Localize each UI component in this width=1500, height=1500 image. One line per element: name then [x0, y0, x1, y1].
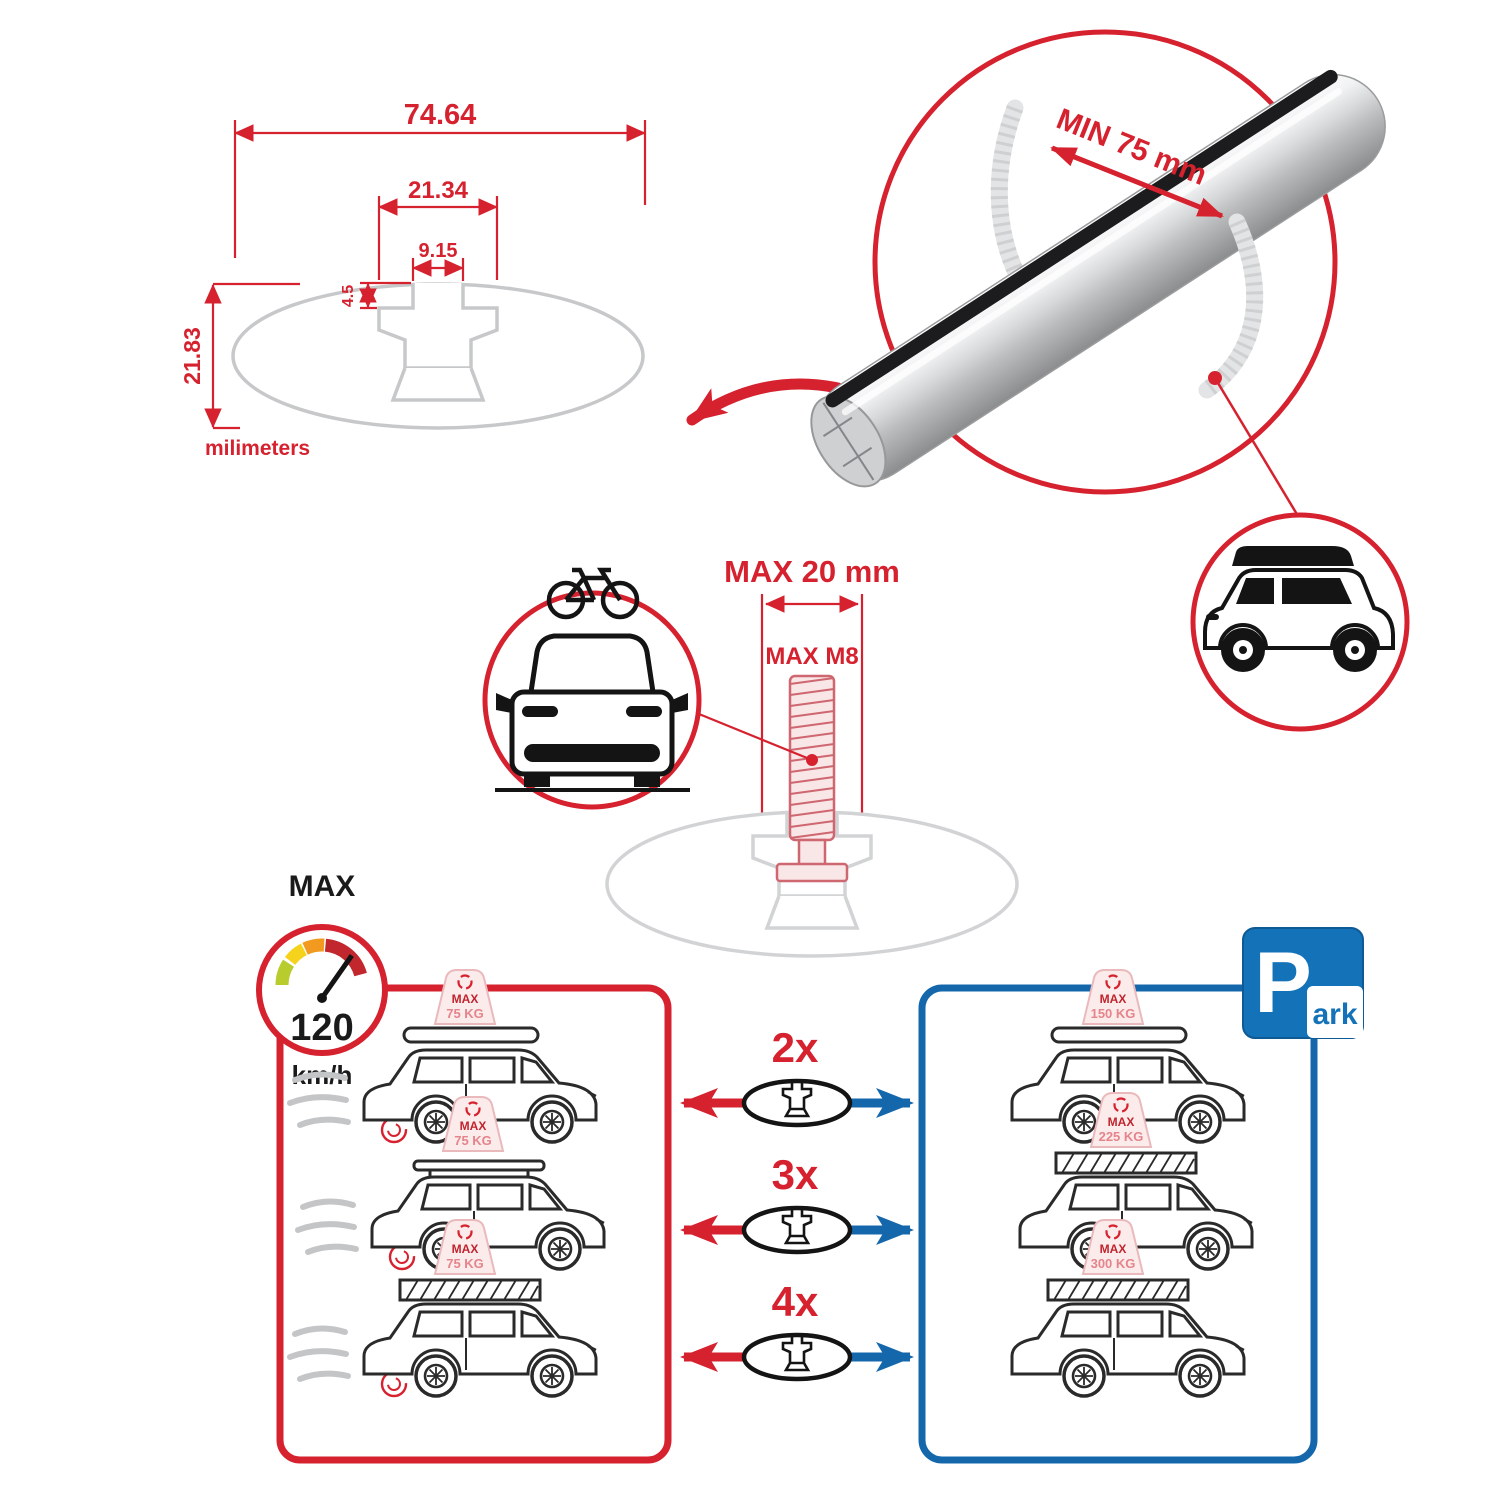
- connector-row-2: 3x: [680, 1151, 914, 1255]
- bolt-spec: MAX 20 mm MAX M8: [605, 554, 1019, 958]
- load-cycle-icon: [1105, 1224, 1121, 1240]
- headlight-right: [626, 706, 662, 717]
- tag-max-label: MAX: [460, 1119, 487, 1133]
- bar-profile-outline: [231, 281, 645, 430]
- bar-count: 2x: [772, 1024, 819, 1071]
- zoom-arrow: [686, 378, 844, 426]
- mirror-right: [672, 693, 688, 713]
- tag-max-label: MAX: [1108, 1115, 1135, 1129]
- bolt-callout-line: [698, 712, 813, 762]
- dim-total-height: 21.83: [179, 327, 205, 385]
- dim-lip-depth: 4.5: [340, 285, 357, 307]
- tag-max-label: MAX: [1100, 992, 1127, 1006]
- load-cycle-icon: [457, 974, 473, 990]
- park-letter: P: [1254, 935, 1311, 1031]
- dim-slot-width: 9.15: [419, 240, 458, 262]
- cross-section-drawing: 74.64 21.34 9.15 4.5 21.83 milimeters: [179, 99, 647, 460]
- parked-car-row-2: MAX 225 KG: [1018, 1092, 1254, 1271]
- load-cycle-icon: [465, 1101, 481, 1117]
- roof-load-tag: MAX 225 KG: [1089, 1092, 1153, 1148]
- bar-oval-icon: [741, 1205, 853, 1255]
- tag-load-value: 75 KG: [446, 1256, 484, 1271]
- roof-basket: [1054, 1151, 1198, 1175]
- threaded-bolt: [698, 674, 849, 883]
- mirror-left: [496, 693, 512, 713]
- tag-max-label: MAX: [1100, 1242, 1127, 1256]
- roof-load-tag: MAX 75 KG: [433, 1219, 497, 1275]
- bolt-max-thread-label: MAX M8: [765, 643, 858, 670]
- load-cycle-icon: [457, 1224, 473, 1240]
- dim-channel-width: 21.34: [408, 177, 469, 204]
- bar-oval-icon: [741, 1078, 853, 1128]
- driving-car-row-1: MAX 75 KG: [290, 969, 598, 1142]
- parked-car-row-1: MAX 150 KG: [1010, 969, 1246, 1144]
- tag-max-label: MAX: [452, 1242, 479, 1256]
- headlight: [1206, 614, 1219, 620]
- connector-row-1: 2x: [680, 1024, 914, 1128]
- bumper-grille: [524, 744, 660, 762]
- dim-total-width: 74.64: [404, 99, 477, 131]
- roof-load-tag: MAX 150 KG: [1081, 969, 1145, 1025]
- bolt-max-length-label: MAX 20 mm: [724, 554, 900, 589]
- load-cycle-icon: [1105, 974, 1121, 990]
- tag-load-value: 225 KG: [1099, 1129, 1144, 1144]
- clamp-strap-front: [1198, 213, 1264, 399]
- roof-load-tag: MAX 300 KG: [1081, 1219, 1145, 1275]
- gauge-needle: [319, 953, 354, 1000]
- t-bolt-head: [775, 862, 849, 883]
- driving-car-row-3: MAX 75 KG: [290, 1219, 598, 1396]
- bar-detail-circle: MIN 75 mm: [810, 29, 1386, 517]
- bar-count: 3x: [772, 1151, 819, 1198]
- units-label: milimeters: [205, 437, 310, 460]
- park-sign: P ark: [1242, 927, 1364, 1039]
- parked-car-row-3: MAX 300 KG: [1010, 1219, 1246, 1398]
- min-span-arrow: [1050, 145, 1224, 219]
- roof-box: [1050, 1026, 1188, 1044]
- gauge-value: 120: [290, 1007, 353, 1049]
- car-front-icon: [495, 633, 690, 792]
- callout-line: [1213, 377, 1300, 517]
- roof-basket: [1046, 1278, 1190, 1302]
- headlight-left: [522, 706, 558, 717]
- suv-roofbox-circle: [1190, 512, 1410, 732]
- gauge-arcs: [275, 938, 367, 986]
- gauge-title: MAX: [289, 870, 356, 903]
- dimension-lines: [204, 120, 647, 430]
- tag-max-label: MAX: [452, 992, 479, 1006]
- driving-car-row-2: MAX 75 KG: [298, 1096, 606, 1269]
- roof-basket: [398, 1278, 542, 1302]
- tag-load-value: 75 KG: [454, 1133, 492, 1148]
- roof-load-tag: MAX 75 KG: [433, 969, 497, 1025]
- bar-count: 4x: [772, 1278, 819, 1325]
- tag-load-value: 75 KG: [446, 1006, 484, 1021]
- car-front-circle: [482, 567, 702, 810]
- bike-icon: [546, 567, 640, 620]
- connector-row-3: 4x: [680, 1278, 914, 1382]
- park-rest: ark: [1312, 998, 1357, 1031]
- bar-oval-icon: [741, 1332, 853, 1382]
- roof-box-icon: [1232, 546, 1354, 566]
- roof-box: [402, 1026, 540, 1044]
- tag-load-value: 150 KG: [1091, 1006, 1136, 1021]
- tag-load-value: 300 KG: [1091, 1256, 1136, 1271]
- roof-load-tag: MAX 75 KG: [441, 1096, 505, 1152]
- load-cycle-icon: [1113, 1097, 1129, 1113]
